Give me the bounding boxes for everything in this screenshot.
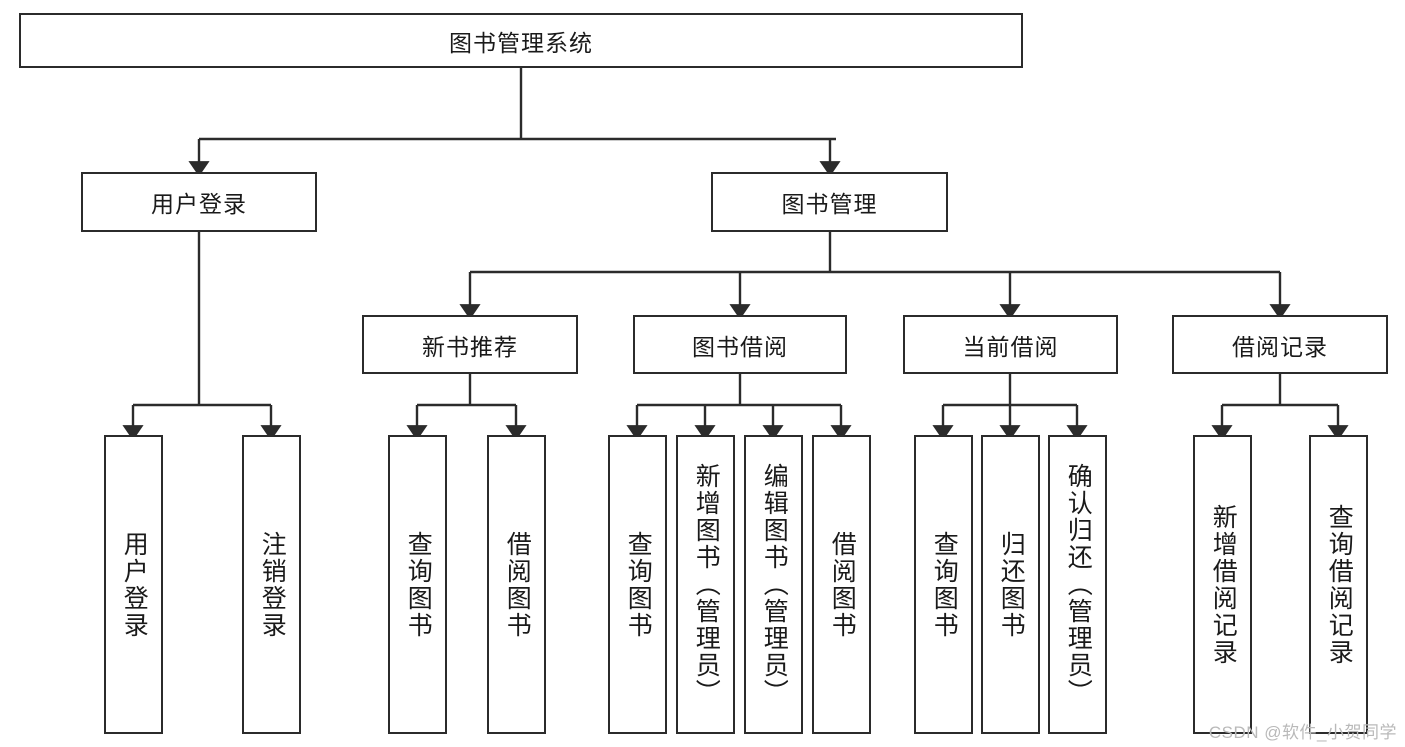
node-current-borrow[interactable]: 当前借阅 (903, 315, 1118, 374)
leaf-label: 查询图书 (404, 530, 433, 639)
node-root[interactable]: 图书管理系统 (19, 13, 1023, 68)
leaf-current-query-book[interactable]: 查询图书 (914, 435, 973, 734)
node-borrow-record[interactable]: 借阅记录 (1172, 315, 1388, 374)
leaf-label: 编辑图书（管理员） (760, 463, 789, 706)
leaf-label: 查询图书 (930, 530, 959, 639)
leaf-label: 新增图书（管理员） (692, 463, 721, 706)
leaf-user-login-logout[interactable]: 注销登录 (242, 435, 301, 734)
node-root-label: 图书管理系统 (449, 29, 593, 56)
leaf-borrow-add-book[interactable]: 新增图书（管理员） (676, 435, 735, 734)
node-book-management[interactable]: 图书管理 (711, 172, 948, 232)
node-book-borrow[interactable]: 图书借阅 (633, 315, 847, 374)
leaf-borrow-query-book[interactable]: 查询图书 (608, 435, 667, 734)
node-book-management-label: 图书管理 (781, 191, 878, 217)
node-new-book-recommend-label: 新书推荐 (422, 333, 518, 360)
node-new-book-recommend[interactable]: 新书推荐 (362, 315, 578, 374)
node-user-login[interactable]: 用户登录 (81, 172, 317, 232)
leaf-label: 新增借阅记录 (1209, 503, 1238, 666)
node-book-borrow-label: 图书借阅 (692, 333, 788, 360)
leaf-label: 注销登录 (258, 530, 287, 639)
leaf-label: 查询借阅记录 (1325, 503, 1354, 666)
leaf-label: 借阅图书 (503, 530, 532, 639)
leaf-new-book-borrow[interactable]: 借阅图书 (487, 435, 546, 734)
leaf-new-book-query[interactable]: 查询图书 (388, 435, 447, 734)
leaf-current-return-book[interactable]: 归还图书 (981, 435, 1040, 734)
leaf-label: 归还图书 (997, 530, 1026, 639)
leaf-record-query[interactable]: 查询借阅记录 (1309, 435, 1368, 734)
leaf-current-confirm-return[interactable]: 确认归还（管理员） (1048, 435, 1107, 734)
leaf-record-add[interactable]: 新增借阅记录 (1193, 435, 1252, 734)
leaf-label: 借阅图书 (828, 530, 857, 639)
leaf-label: 查询图书 (624, 530, 653, 639)
node-user-login-label: 用户登录 (151, 191, 247, 217)
node-borrow-record-label: 借阅记录 (1232, 333, 1328, 360)
leaf-label: 用户登录 (120, 530, 149, 639)
leaf-borrow-borrow-book[interactable]: 借阅图书 (812, 435, 871, 734)
watermark-text: CSDN @软件_小贺同学 (1208, 723, 1397, 742)
leaf-label: 确认归还（管理员） (1064, 463, 1093, 706)
node-current-borrow-label: 当前借阅 (962, 333, 1059, 360)
leaf-borrow-edit-book[interactable]: 编辑图书（管理员） (744, 435, 803, 734)
leaf-user-login-login[interactable]: 用户登录 (104, 435, 163, 734)
